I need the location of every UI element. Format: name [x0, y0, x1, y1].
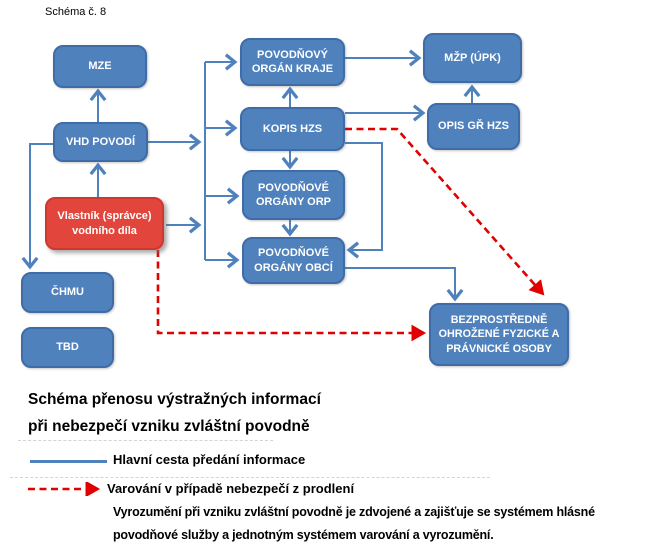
- legend-dashed-arrow: [28, 482, 101, 496]
- textbox-dashed-border-bottom: [10, 477, 490, 478]
- node-tbd: TBD: [21, 327, 114, 368]
- node-vhd-povodi: VHD POVODÍ: [53, 122, 148, 162]
- connector-vhd-to-chmu: [21, 143, 53, 270]
- note-line-1: Vyrozumění při vzniku zvláštní povodně j…: [113, 505, 595, 519]
- connector-obci-to-ohrozene: [345, 267, 464, 302]
- legend-solid-label: Hlavní cesta předání informace: [113, 452, 306, 467]
- node-chmu: ČHMU: [21, 272, 114, 313]
- note-line-2: povodňové služby a jednotným systémem va…: [113, 528, 494, 542]
- node-povodnove-organy-orp: POVODŇOVÉ ORGÁNY ORP: [242, 170, 345, 220]
- scheme-number: Schéma č. 8: [45, 6, 107, 18]
- caption-line-1: Schéma přenosu výstražných informací: [28, 391, 321, 408]
- legend-dashed-label: Varování v případě nebezpečí z prodlení: [107, 481, 355, 496]
- node-povodnovy-organ-kraje: POVODŇOVÝ ORGÁN KRAJE: [240, 38, 345, 86]
- node-kopis-hzs: KOPIS HZS: [240, 107, 345, 151]
- connector-red-vlastnik-to-ohrozene: [156, 250, 427, 342]
- node-povodnove-organy-obci: POVODŇOVÉ ORGÁNY OBCÍ: [242, 237, 345, 284]
- node-mze: MZE: [53, 45, 147, 88]
- node-vlastnik-vodniho-dila: Vlastník (správce) vodního díla: [45, 197, 164, 250]
- node-ohrozene-osoby: BEZPROSTŘEDNĚ OHROŽENÉ FYZICKÉ A PRÁVNIC…: [429, 303, 569, 366]
- node-opis-gr-hzs: OPIS GŘ HZS: [427, 103, 520, 150]
- connector-kopis-to-obci: [345, 142, 383, 259]
- caption-line-2: při nebezpečí vzniku zvláštní povodně: [28, 418, 310, 435]
- node-mzp-upk: MŽP (ÚPK): [423, 33, 522, 83]
- connector-red-kopis-to-ohrozene: [345, 127, 545, 296]
- diagram-connectors: [21, 49, 545, 342]
- textbox-dashed-border-top: [18, 440, 273, 441]
- legend-solid-line: [30, 460, 107, 463]
